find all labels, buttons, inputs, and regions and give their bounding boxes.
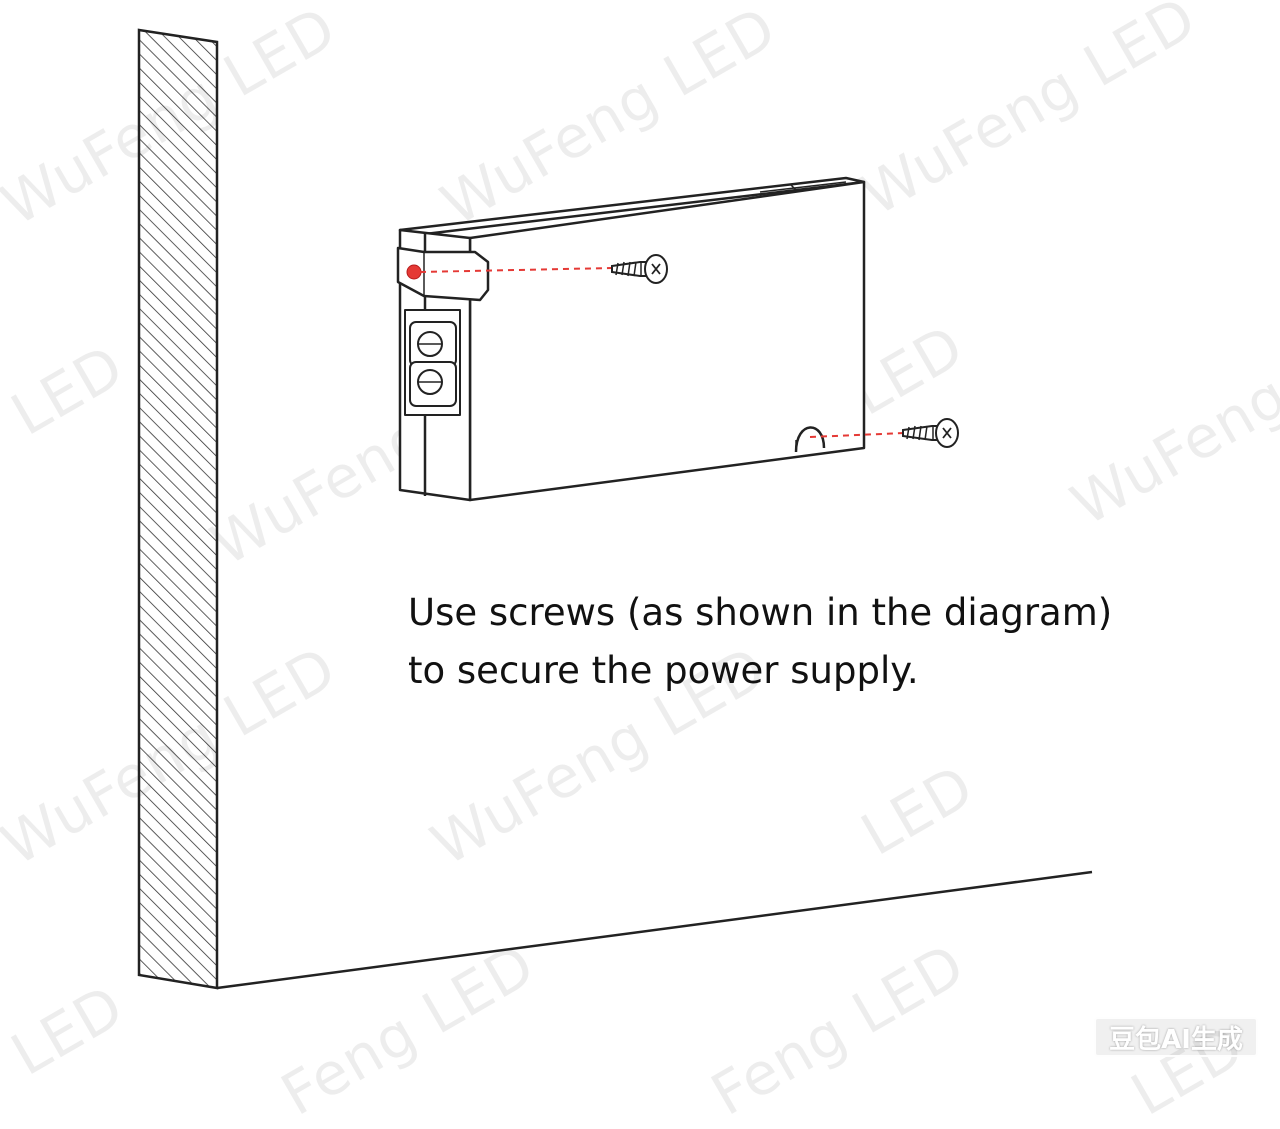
screw-icon [611,254,668,284]
caption-line-1: Use screws (as shown in the diagram) [408,591,1113,634]
status-led [406,264,422,280]
power-supply [396,176,866,502]
ai-generated-badge: 豆包AI生成 [1094,1017,1258,1057]
screw-icon [902,418,959,448]
line-drawing [137,28,1093,990]
guide-line-bottom [809,432,906,438]
wall-section [137,28,219,990]
instruction-caption: Use screws (as shown in the diagram) to … [408,584,1208,700]
surface-edge [216,870,1093,990]
caption-line-2: to secure the power supply. [408,649,919,692]
